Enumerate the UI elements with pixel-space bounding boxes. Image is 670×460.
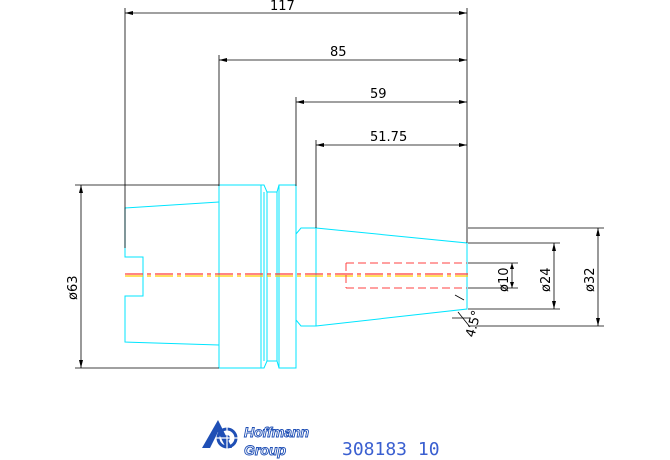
dim-cone-large-diameter: ø32 bbox=[583, 268, 598, 293]
neck bbox=[295, 227, 317, 327]
hoffmann-mark-icon bbox=[202, 420, 238, 449]
dimensions bbox=[75, 8, 604, 369]
dim-cone-length: 51.75 bbox=[370, 130, 407, 145]
part-number: 308183 10 bbox=[342, 439, 440, 460]
dim-neck-length: 59 bbox=[370, 87, 387, 102]
centerline bbox=[125, 273, 468, 277]
dim-body-diameter: ø63 bbox=[66, 276, 81, 301]
hidden-bore bbox=[345, 262, 467, 289]
dim-bore-diameter: ø10 bbox=[497, 268, 512, 293]
dim-cone-small-diameter: ø24 bbox=[539, 268, 554, 293]
tool-holder-outline bbox=[124, 184, 468, 369]
logo-text-line1: Hoffmann bbox=[244, 424, 309, 440]
dim-overall-length: 117 bbox=[270, 0, 295, 14]
hoffmann-logo: Hoffmann Group bbox=[202, 420, 310, 458]
dimension-arrowheads bbox=[79, 11, 600, 368]
dim-cone-angle: 4.5° bbox=[463, 309, 485, 339]
dim-flange-length: 85 bbox=[330, 45, 347, 60]
logo-text-line2: Group bbox=[244, 442, 286, 458]
tapered-nose bbox=[315, 227, 468, 327]
